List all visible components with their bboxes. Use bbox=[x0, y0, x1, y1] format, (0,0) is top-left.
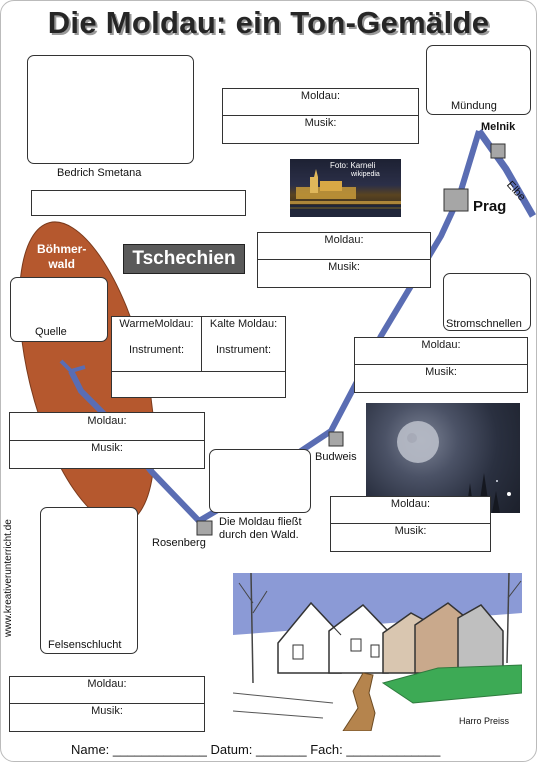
quelle-label: Quelle bbox=[35, 326, 67, 338]
composer-picture-box[interactable] bbox=[27, 55, 194, 164]
village-drawing: Harro Preiss bbox=[233, 573, 522, 731]
wald-picture-box[interactable] bbox=[209, 449, 311, 513]
musik-field[interactable]: Musik: bbox=[330, 523, 491, 552]
budweis-marker bbox=[328, 431, 344, 447]
moldau-field[interactable]: Moldau: bbox=[9, 412, 205, 441]
felsenschlucht-picture-box[interactable] bbox=[40, 507, 138, 654]
musik-field[interactable]: Musik: bbox=[9, 703, 205, 732]
field-pair-stromschnellen: Moldau: Musik: bbox=[354, 337, 528, 393]
muendung-label: Mündung bbox=[451, 100, 497, 112]
field-pair-budweis: Moldau: Musik: bbox=[330, 496, 491, 552]
prag-label: Prag bbox=[473, 198, 507, 215]
moldau-field[interactable]: Moldau: bbox=[330, 496, 491, 524]
muendung-picture-box[interactable] bbox=[426, 45, 531, 115]
prague-night-photo: Foto: Karneli wikipedia bbox=[290, 159, 401, 217]
warm-moldau-header: WarmeMoldau: bbox=[119, 318, 194, 330]
village-illustration bbox=[233, 573, 522, 731]
felsenschlucht-label: Felsenschlucht bbox=[48, 639, 122, 651]
photo-credit-sub: wikipedia bbox=[351, 171, 380, 178]
wald-caption: Die Moldau fließt durch den Wald. bbox=[219, 516, 302, 541]
field-pair-prag: Moldau: Musik: bbox=[257, 232, 431, 288]
rosenberg-label: Rosenberg bbox=[152, 537, 206, 549]
footer-name-date-fach: Name: _____________ Datum: _______ Fach:… bbox=[71, 742, 441, 757]
artist-credit: Harro Preiss bbox=[459, 716, 510, 726]
moldau-field[interactable]: Moldau: bbox=[222, 88, 419, 116]
moldau-field[interactable]: Moldau: bbox=[9, 676, 205, 704]
warm-moldau-cell[interactable]: WarmeMoldau: Instrument: bbox=[111, 316, 202, 372]
field-pair-top: Moldau: Musik: bbox=[222, 88, 419, 144]
moldau-source-arm-2 bbox=[70, 365, 86, 373]
field-pair-quelle: Moldau: Musik: bbox=[9, 412, 205, 469]
elbe-river bbox=[476, 128, 536, 218]
prag-marker bbox=[443, 188, 469, 212]
prague-skyline-illustration bbox=[290, 169, 401, 217]
moldau-field[interactable]: Moldau: bbox=[354, 337, 528, 365]
musik-field[interactable]: Musik: bbox=[222, 115, 419, 144]
moldau-source-arm bbox=[59, 359, 73, 373]
budweis-label: Budweis bbox=[315, 451, 357, 463]
rosenberg-marker bbox=[196, 520, 213, 536]
composer-caption: Bedrich Smetana bbox=[57, 167, 142, 179]
region-label: Böhmer- wald bbox=[37, 242, 87, 271]
kalte-moldau-cell[interactable]: Kalte Moldau: Instrument: bbox=[201, 316, 286, 372]
quelle-picture-box[interactable] bbox=[10, 277, 108, 342]
side-url: www.kreativerunterricht.de bbox=[3, 519, 14, 637]
field-pair-felsenschlucht: Moldau: Musik: bbox=[9, 676, 205, 732]
melnik-marker bbox=[490, 143, 506, 159]
country-badge: Tschechien bbox=[123, 244, 245, 274]
instrument-label-1: Instrument: bbox=[128, 344, 185, 356]
stromschnellen-picture-box[interactable] bbox=[443, 273, 531, 331]
instrument-label-2: Instrument: bbox=[215, 344, 272, 356]
stromschnellen-label: Stromschnellen bbox=[446, 318, 522, 330]
instrument-answer-row[interactable] bbox=[111, 371, 286, 398]
photo-credit: Foto: Karneli bbox=[330, 161, 376, 170]
kalte-moldau-header: Kalte Moldau: bbox=[209, 318, 278, 330]
musik-field[interactable]: Musik: bbox=[257, 259, 431, 288]
composer-text-field[interactable] bbox=[31, 190, 246, 216]
melnik-label: Melnik bbox=[481, 121, 516, 133]
musik-field[interactable]: Musik: bbox=[354, 364, 528, 393]
musik-field[interactable]: Musik: bbox=[9, 440, 205, 469]
instrument-table: WarmeMoldau: Instrument: Kalte Moldau: I… bbox=[111, 316, 286, 398]
moldau-field[interactable]: Moldau: bbox=[257, 232, 431, 260]
page-title: Die Moldau: ein Ton-Gemälde bbox=[47, 5, 490, 40]
